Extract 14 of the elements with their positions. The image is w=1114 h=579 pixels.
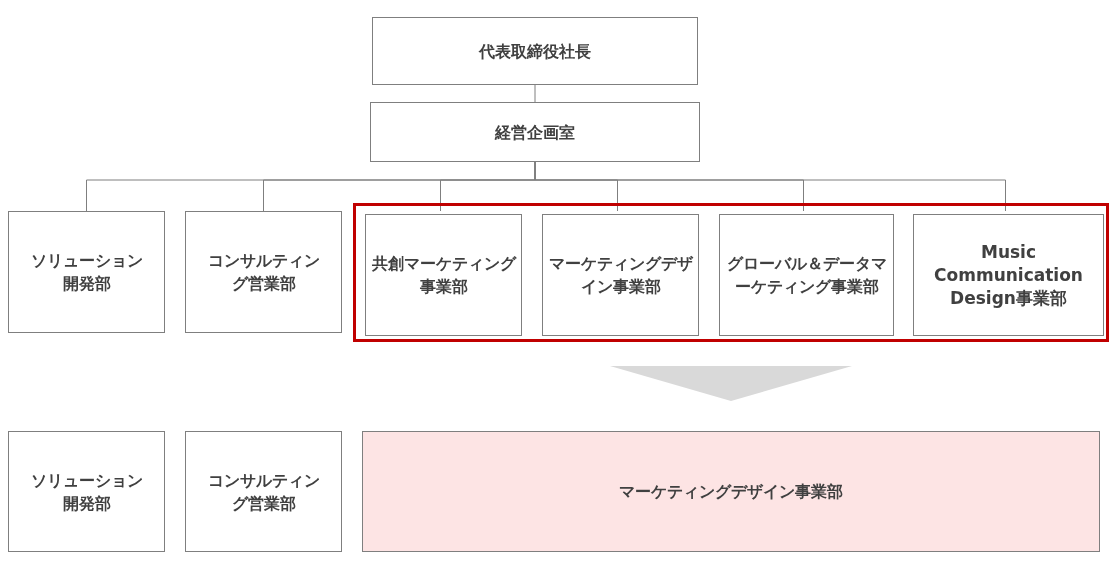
department-box: コンサルティング営業部	[185, 431, 342, 552]
department-box: 経営企画室	[370, 102, 700, 162]
department-box: Music Communication Design事業部	[913, 214, 1104, 336]
department-box: 共創マーケティング事業部	[365, 214, 522, 336]
department-box: マーケティングデザイン事業部	[542, 214, 699, 336]
department-box: 代表取締役社長	[372, 17, 698, 85]
department-box: コンサルティング営業部	[185, 211, 342, 333]
department-box: マーケティングデザイン事業部	[362, 431, 1100, 552]
department-box: グローバル＆データマーケティング事業部	[719, 214, 894, 336]
department-box: ソリューション開発部	[8, 431, 165, 552]
down-arrow	[610, 366, 852, 401]
connector-line	[534, 84, 536, 103]
department-box: ソリューション開発部	[8, 211, 165, 333]
group-frame	[353, 203, 1109, 342]
